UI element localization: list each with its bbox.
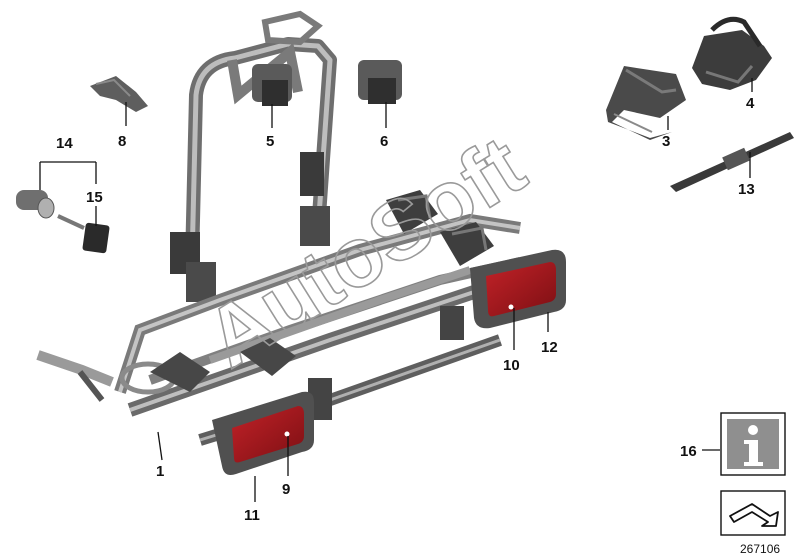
callout-12: 12 <box>541 339 558 356</box>
stepped-arrow-icon[interactable] <box>720 490 786 536</box>
callout-numbers: 8 5 6 3 4 13 14 15 1 9 10 12 11 16 <box>56 95 755 524</box>
callout-15: 15 <box>86 189 103 206</box>
part-8-bracket <box>90 76 148 112</box>
callout-8: 8 <box>118 133 126 150</box>
tail-light-right <box>470 249 566 329</box>
part-13-strap <box>670 132 794 192</box>
callout-4: 4 <box>746 95 755 112</box>
tail-light-left <box>212 391 314 475</box>
wheel-holder-rear-right <box>440 222 494 266</box>
callout-9: 9 <box>282 481 290 498</box>
callout-11: 11 <box>244 507 260 524</box>
callout-6: 6 <box>380 133 388 150</box>
part-15-lock-cylinder <box>16 190 110 254</box>
callout-3: 3 <box>662 133 670 150</box>
wheel-holder-front-left <box>150 352 210 392</box>
callout-1: 1 <box>156 463 164 480</box>
part-3-bike-cradle <box>606 66 686 140</box>
callout-13: 13 <box>738 181 755 198</box>
diagram-id: 267106 <box>740 542 780 556</box>
info-icon[interactable] <box>720 412 786 476</box>
wheel-holder-front-right <box>240 338 296 376</box>
callout-10: 10 <box>503 357 520 374</box>
callout-5: 5 <box>266 133 274 150</box>
frame-holder-left <box>252 64 292 106</box>
leader-lines <box>39 78 753 502</box>
frame-holder-right <box>358 60 402 104</box>
part-4-bike-cradle <box>692 16 772 90</box>
wheel-holder-rear-left <box>386 190 438 234</box>
callout-16: 16 <box>680 443 697 460</box>
bike-carrier-assembly <box>36 10 566 475</box>
callout-14: 14 <box>56 135 73 152</box>
